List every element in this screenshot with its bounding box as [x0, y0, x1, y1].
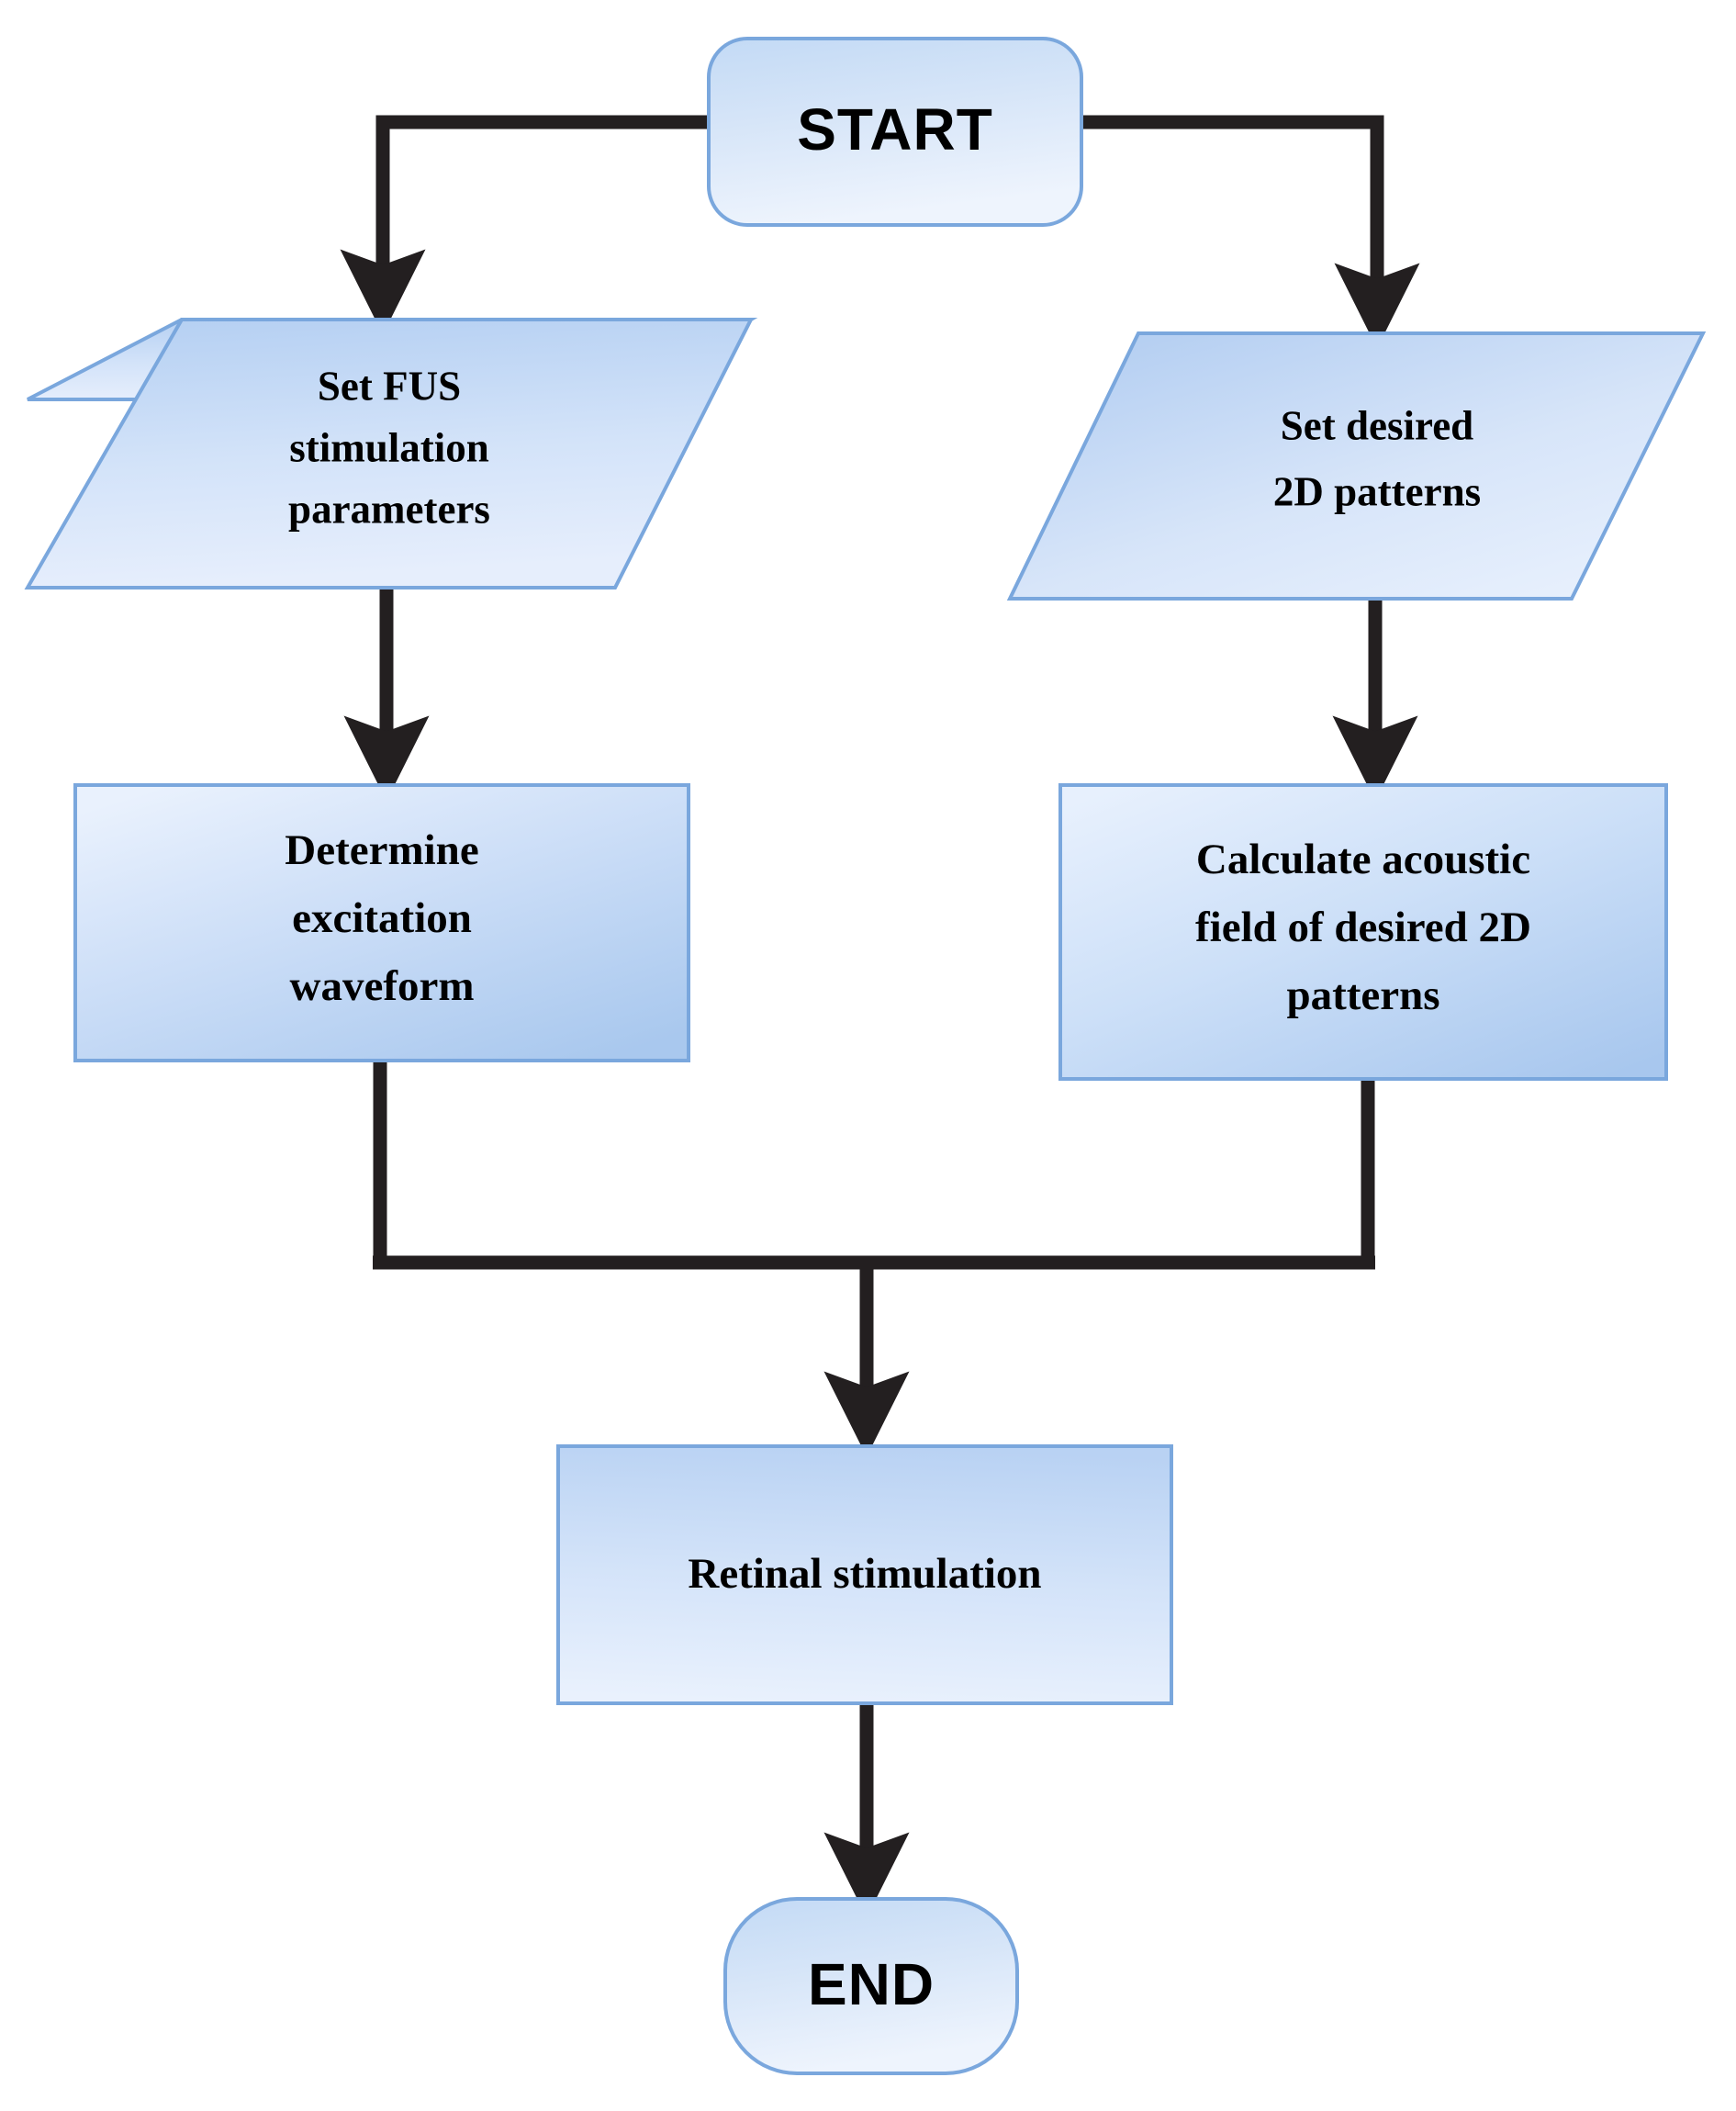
set-fus-parameters-body — [24, 318, 755, 590]
node-end[interactable]: END — [723, 1897, 1019, 2075]
determine-waveform-label-line-1: Determine — [285, 826, 478, 874]
set-desired-patterns-label-line-2: 2D patterns — [1273, 468, 1481, 514]
set-fus-parameters-label-line-2: stimulation — [289, 424, 489, 470]
edge-start-to-set-desired-patterns — [1081, 115, 1420, 349]
node-set-fus-parameters[interactable]: Set FUS stimulation parameters — [24, 318, 758, 590]
start-label: START — [797, 96, 993, 163]
determine-waveform-label-line-2: excitation — [292, 894, 472, 942]
determine-waveform-label-line-3: waveform — [290, 962, 475, 1010]
calculate-acoustic-field-label-line-3: patterns — [1286, 971, 1439, 1019]
end-shape — [723, 1897, 1019, 2075]
node-retinal-stimulation[interactable]: Retinal stimulation — [556, 1444, 1173, 1705]
calculate-acoustic-field-label-line-2: field of desired 2D — [1195, 904, 1531, 951]
retinal-stimulation-shape — [556, 1444, 1173, 1705]
set-desired-patterns-shape — [1006, 331, 1707, 601]
calculate-acoustic-field-label-line-1: Calculate acoustic — [1196, 836, 1530, 883]
edge-start-to-set-fus-parameters — [340, 115, 709, 335]
set-fus-parameters-label-line-3: parameters — [288, 486, 490, 532]
set-desired-patterns-label-line-1: Set desired — [1281, 402, 1473, 448]
determine-waveform-shape — [73, 783, 690, 1062]
retinal-stimulation-label: Retinal stimulation — [688, 1550, 1041, 1598]
node-determine-waveform[interactable]: Determine excitation waveform — [73, 783, 690, 1062]
start-shape — [707, 37, 1083, 227]
calculate-acoustic-field-shape — [1058, 783, 1668, 1081]
connector-layer — [340, 115, 1420, 1918]
node-start[interactable]: START — [707, 37, 1083, 227]
end-label: END — [808, 1951, 935, 2017]
node-set-desired-patterns[interactable]: Set desired 2D patterns — [1006, 331, 1707, 601]
set-fus-parameters-label-line-1: Set FUS — [318, 363, 461, 409]
node-calculate-acoustic-field[interactable]: Calculate acoustic field of desired 2D p… — [1058, 783, 1668, 1081]
